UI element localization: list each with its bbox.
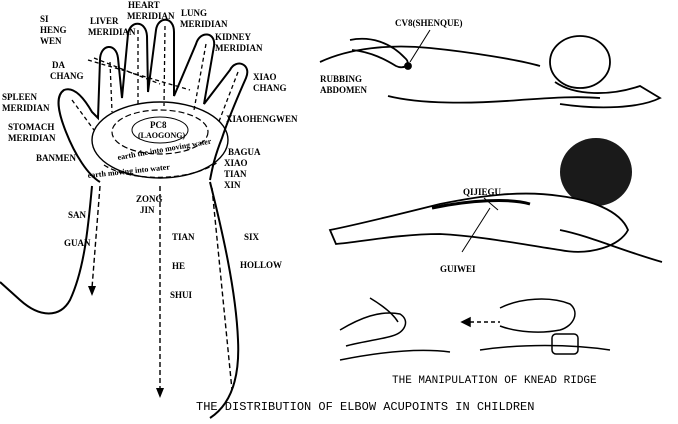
label-xiao-tx: XIAO: [224, 158, 248, 168]
label-guiwei: GUIWEI: [440, 264, 476, 274]
child-back: [328, 192, 629, 253]
label-tian: TIAN: [172, 232, 195, 242]
right-thumb: [551, 333, 579, 355]
pc8-ring: [131, 116, 189, 144]
label-kidney: KIDNEY: [215, 32, 252, 42]
label-pc8: PC8: [150, 120, 167, 130]
label-tian-tx: TIAN: [224, 169, 247, 179]
label-cv8: CV8(SHENQUE): [395, 18, 463, 28]
siheng-line: [87, 59, 191, 91]
label-san: SAN: [68, 210, 87, 220]
label-lung-meridian: MERIDIAN: [180, 19, 228, 29]
liver-meridian-line: [109, 61, 113, 113]
forearm-label-group: SAN GUAN ZONG JIN TIAN HE SHUI SIX HOLLO…: [64, 194, 282, 300]
guiwei-leader: [461, 207, 491, 253]
label-abdomen: ABDOMEN: [320, 85, 368, 95]
label-kidney-meridian: MERIDIAN: [215, 43, 263, 53]
cv8-point: [404, 62, 412, 70]
cv8-leader: [409, 29, 431, 63]
bagua-inner-ring: [111, 109, 209, 155]
label-liver-meridian: MERIDIAN: [88, 27, 136, 37]
label-liver: LIVER: [90, 16, 119, 26]
forearm-right-edge: [209, 181, 240, 419]
label-six: SIX: [244, 232, 260, 242]
rubbing-hand: [349, 37, 409, 69]
forearm-left-edge: [0, 185, 93, 315]
right-hands: [499, 298, 576, 333]
pillow: [554, 81, 662, 109]
liufu-line: [211, 187, 233, 391]
tianheshui-arrow: [156, 388, 164, 398]
label-xiaohengwen: XIAOHENGWEN: [226, 114, 298, 124]
abdomen-illustration: [319, 29, 662, 109]
right-back-line: [479, 344, 611, 351]
knead-arrow: [460, 316, 471, 328]
finger-meridians: [71, 25, 239, 131]
child-hair: [560, 138, 632, 206]
label-si: SI: [40, 14, 49, 24]
child-arm: [559, 229, 663, 263]
label-hollow: HOLLOW: [240, 260, 282, 270]
label-stomach-meridian: MERIDIAN: [8, 133, 56, 143]
left-fingers: [369, 297, 399, 323]
label-heart-meridian: MERIDIAN: [127, 11, 175, 21]
label-qijiegu: QIJIEGU: [463, 187, 502, 197]
label-chang: CHANG: [50, 71, 84, 81]
qijiegu-leader: [483, 197, 499, 211]
label-xiao-chang: CHANG: [253, 83, 287, 93]
figure-title: THE DISTRIBUTION OF ELBOW ACUPOINTS IN C…: [196, 400, 534, 414]
label-da: DA: [52, 60, 65, 70]
abdomen-labels: CV8(SHENQUE) RUBBING ABDOMEN: [320, 18, 463, 95]
lung-meridian-line: [163, 25, 166, 107]
sanguan-arrow: [88, 286, 96, 296]
child-body-top: [319, 45, 541, 67]
earth-water-arc: [103, 161, 219, 179]
sanguan-line: [91, 185, 101, 289]
forearm-lines: [91, 185, 233, 391]
label-knead-ridge: THE MANIPULATION OF KNEAD RIDGE: [392, 375, 597, 387]
label-xin-tx: XIN: [224, 180, 241, 190]
label-xiao: XIAO: [253, 72, 277, 82]
label-he: HE: [172, 261, 185, 271]
label-stomach: STOMACH: [8, 122, 54, 132]
label-heart: HEART: [128, 0, 160, 10]
label-wen: WEN: [40, 36, 62, 46]
label-jin: JIN: [140, 205, 155, 215]
spine-labels: QIJIEGU GUIWEI: [440, 187, 502, 274]
dachang-line: [93, 57, 161, 85]
xiaochang-line: [217, 71, 239, 125]
knead-ridge-illustration: [339, 297, 611, 361]
left-back-line: [339, 349, 451, 361]
label-zong: ZONG: [136, 194, 163, 204]
hand-illustration: [0, 18, 249, 419]
label-shui: SHUI: [170, 290, 193, 300]
spleen-meridian-line: [71, 99, 95, 131]
child-body-bottom: [387, 95, 601, 104]
hand-labels: SI HENG WEN LIVER MERIDIAN HEART MERIDIA…: [2, 0, 298, 190]
label-guan: GUAN: [64, 238, 91, 248]
label-laogong: (LAOGONG): [138, 131, 185, 140]
label-banmen: BANMEN: [36, 153, 76, 163]
hand-outline: [57, 18, 249, 183]
label-bagua: BAGUA: [228, 147, 261, 157]
left-hand: [339, 312, 407, 347]
spine-illustration: [328, 138, 663, 263]
label-heng: HENG: [40, 25, 67, 35]
label-rubbing: RUBBING: [320, 74, 362, 84]
palm-rings: [91, 101, 229, 179]
label-spleen: SPLEEN: [2, 92, 38, 102]
label-spleen-meridian: MERIDIAN: [2, 103, 50, 113]
label-lung: LUNG: [181, 8, 207, 18]
child-head: [549, 35, 611, 89]
